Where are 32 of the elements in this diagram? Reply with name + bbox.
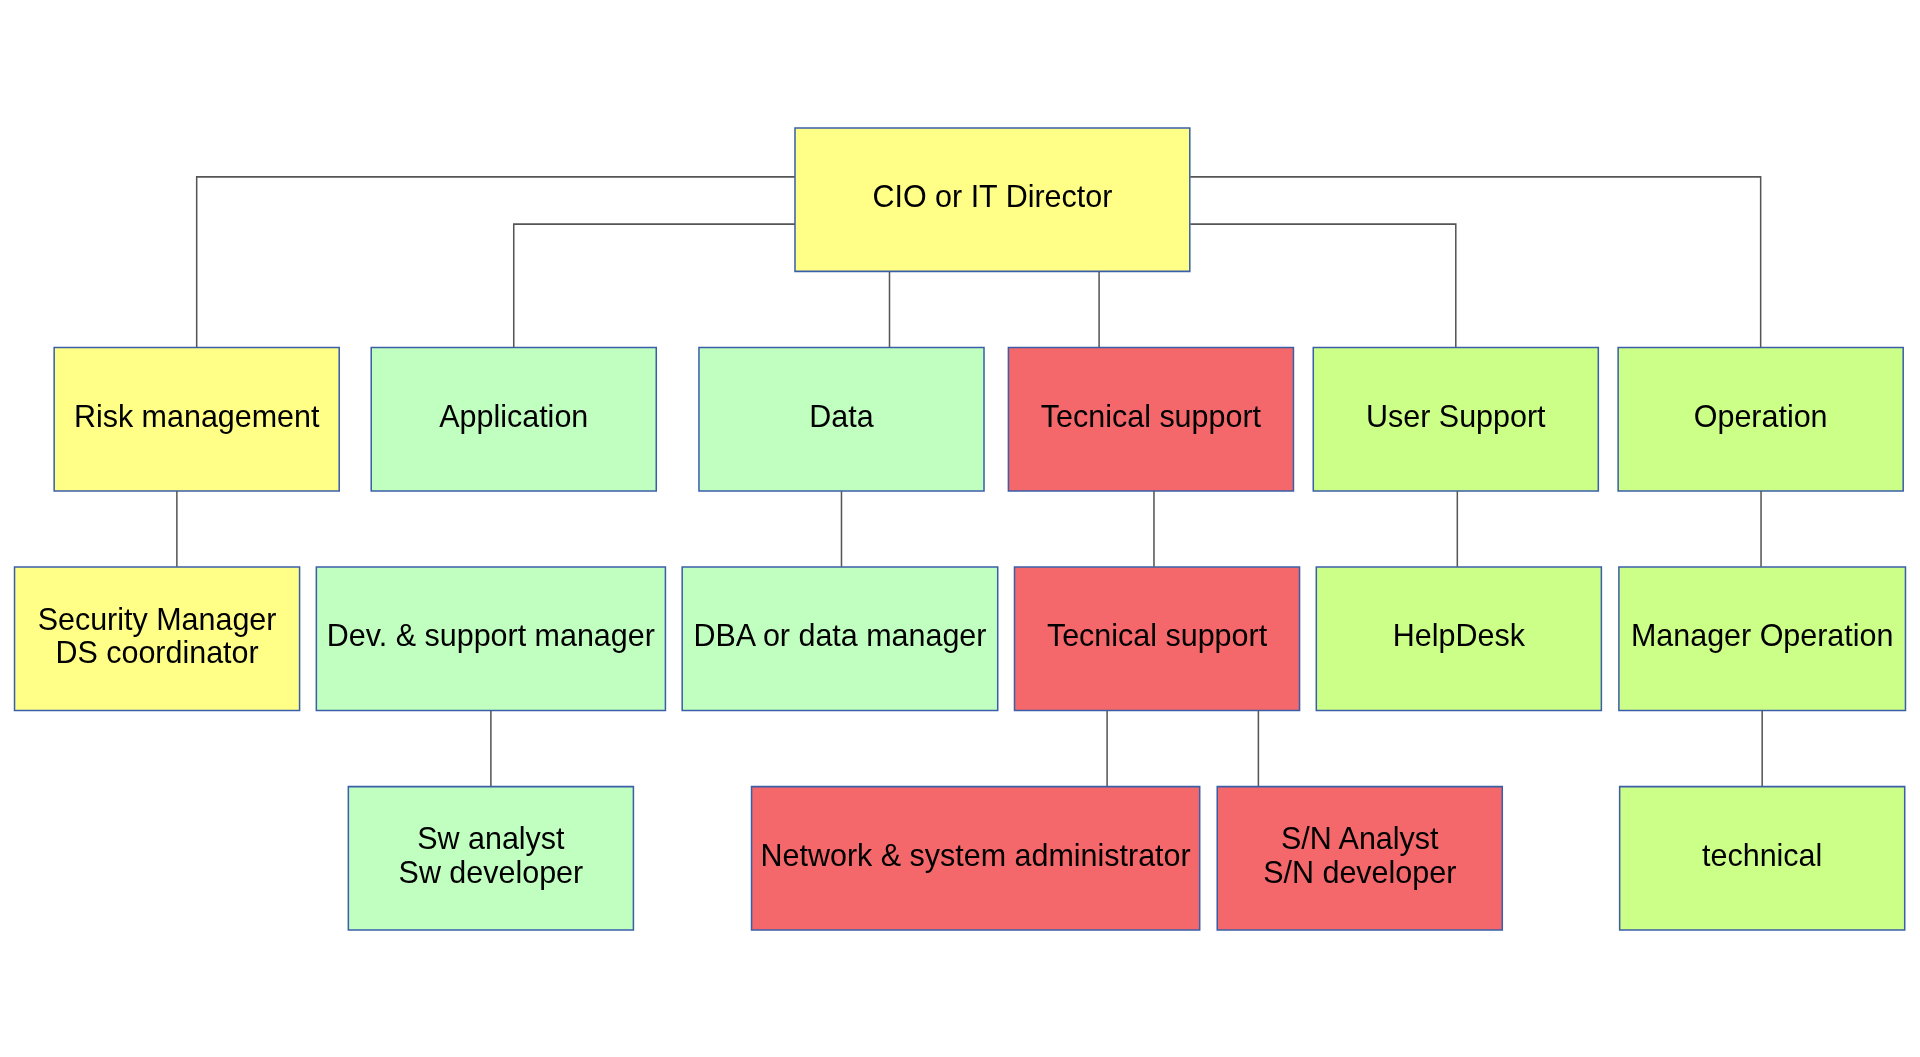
- connector: [1098, 270, 1100, 348]
- connector: [513, 222, 796, 348]
- connector: [840, 489, 843, 567]
- node-box: CIO or IT Director: [794, 126, 1191, 272]
- node-box: Data: [698, 346, 985, 492]
- node-box: Tecnical support: [1007, 346, 1295, 492]
- node-box: Sw analyst Sw developer: [347, 785, 635, 931]
- node-box: Network & system administrator: [750, 785, 1201, 931]
- connector: [1257, 709, 1260, 787]
- node-box: technical: [1618, 785, 1906, 931]
- node-box: Risk management: [53, 346, 340, 492]
- connector: [1189, 175, 1762, 348]
- connector: [1761, 709, 1763, 787]
- connector: [888, 270, 891, 348]
- connector: [1106, 709, 1108, 787]
- connector: [195, 175, 796, 348]
- node-box: Operation: [1617, 346, 1904, 492]
- node-box: Tecnical support: [1013, 565, 1301, 711]
- node-box: S/N Analyst S/N developer: [1216, 785, 1504, 931]
- connector: [1153, 489, 1155, 567]
- connector: [1760, 489, 1762, 567]
- node-box: DBA or data manager: [681, 565, 999, 711]
- node-box: User Support: [1312, 346, 1600, 492]
- node-box: Security Manager DS coordinator: [13, 565, 301, 711]
- node-box: HelpDesk: [1315, 565, 1603, 711]
- connector: [176, 489, 178, 567]
- connector: [1456, 489, 1459, 567]
- connector: [1189, 222, 1457, 348]
- node-box: Dev. & support manager: [315, 565, 667, 711]
- connector: [490, 709, 492, 787]
- node-box: Manager Operation: [1618, 565, 1907, 711]
- node-box: Application: [370, 346, 658, 492]
